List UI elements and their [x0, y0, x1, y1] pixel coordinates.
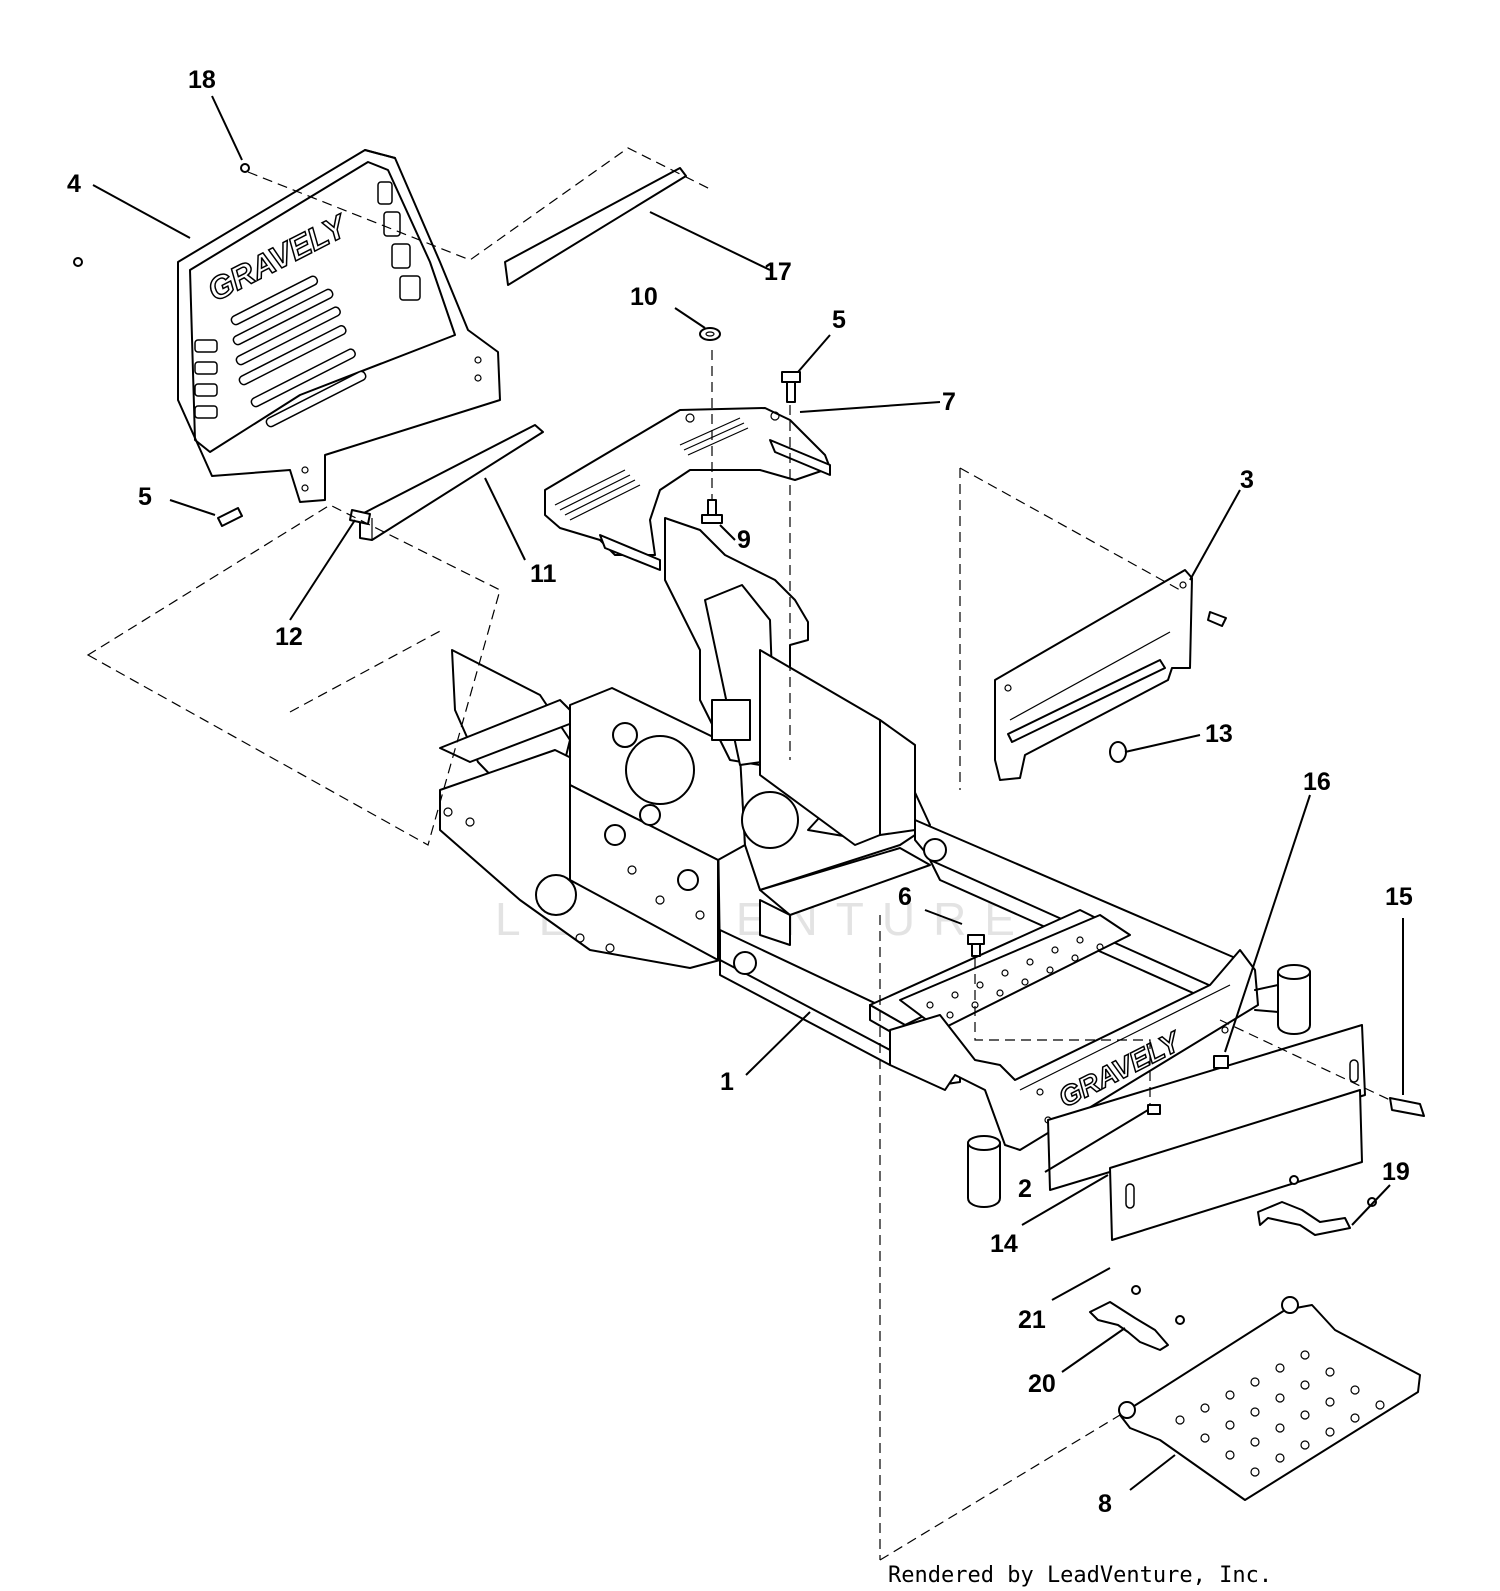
callout-16: 16 [1303, 768, 1331, 796]
lower-plate-14-part [1109, 1089, 1363, 1241]
plate-grip-pattern [554, 417, 749, 521]
foot-plate-part [1118, 1296, 1421, 1501]
angle-bar-11-part [359, 424, 544, 541]
seat-pan-part: GRAVELY [177, 149, 501, 503]
side-panel-3-part [994, 569, 1193, 781]
callout-5-left: 5 [138, 483, 152, 511]
foot-plate-holes [1175, 1350, 1385, 1477]
hardware-fasteners [73, 163, 1425, 1325]
callout-1: 1 [720, 1068, 734, 1096]
callout-18: 18 [188, 66, 216, 94]
callout-20: 20 [1028, 1370, 1056, 1398]
callout-7: 7 [942, 388, 956, 416]
callout-8: 8 [1098, 1490, 1112, 1518]
callout-21: 21 [1018, 1306, 1046, 1334]
callout-17: 17 [764, 258, 792, 286]
front-plate-part [1047, 1024, 1366, 1191]
callout-12: 12 [275, 623, 303, 651]
callout-2: 2 [1018, 1175, 1032, 1203]
callout-13: 13 [1205, 720, 1233, 748]
callout-14: 14 [990, 1230, 1018, 1258]
rendered-by-credit: Rendered by LeadVenture, Inc. [888, 1563, 1272, 1588]
bracket-19-part [1257, 1201, 1351, 1236]
seat-vent-slots [194, 181, 421, 428]
assembly-dashed-lines [86, 147, 1391, 1561]
leader-lines [92, 95, 1404, 1491]
callout-19: 19 [1382, 1158, 1410, 1186]
callout-9: 9 [737, 526, 751, 554]
seat-mount-plate-part [544, 407, 831, 571]
callout-11: 11 [530, 560, 557, 588]
bracket-20-part [1089, 1301, 1169, 1351]
cross-plate-perforations [926, 936, 1104, 1019]
callout-15: 15 [1385, 883, 1413, 911]
callout-5-top: 5 [832, 306, 846, 334]
callout-6: 6 [898, 883, 912, 911]
strap-17-part [504, 167, 687, 286]
callout-4: 4 [67, 170, 81, 198]
callout-3: 3 [1240, 466, 1254, 494]
callout-labels: 18 4 17 10 5 7 5 9 3 11 12 13 16 15 6 1 … [67, 66, 1413, 1518]
callout-10: 10 [630, 283, 658, 311]
